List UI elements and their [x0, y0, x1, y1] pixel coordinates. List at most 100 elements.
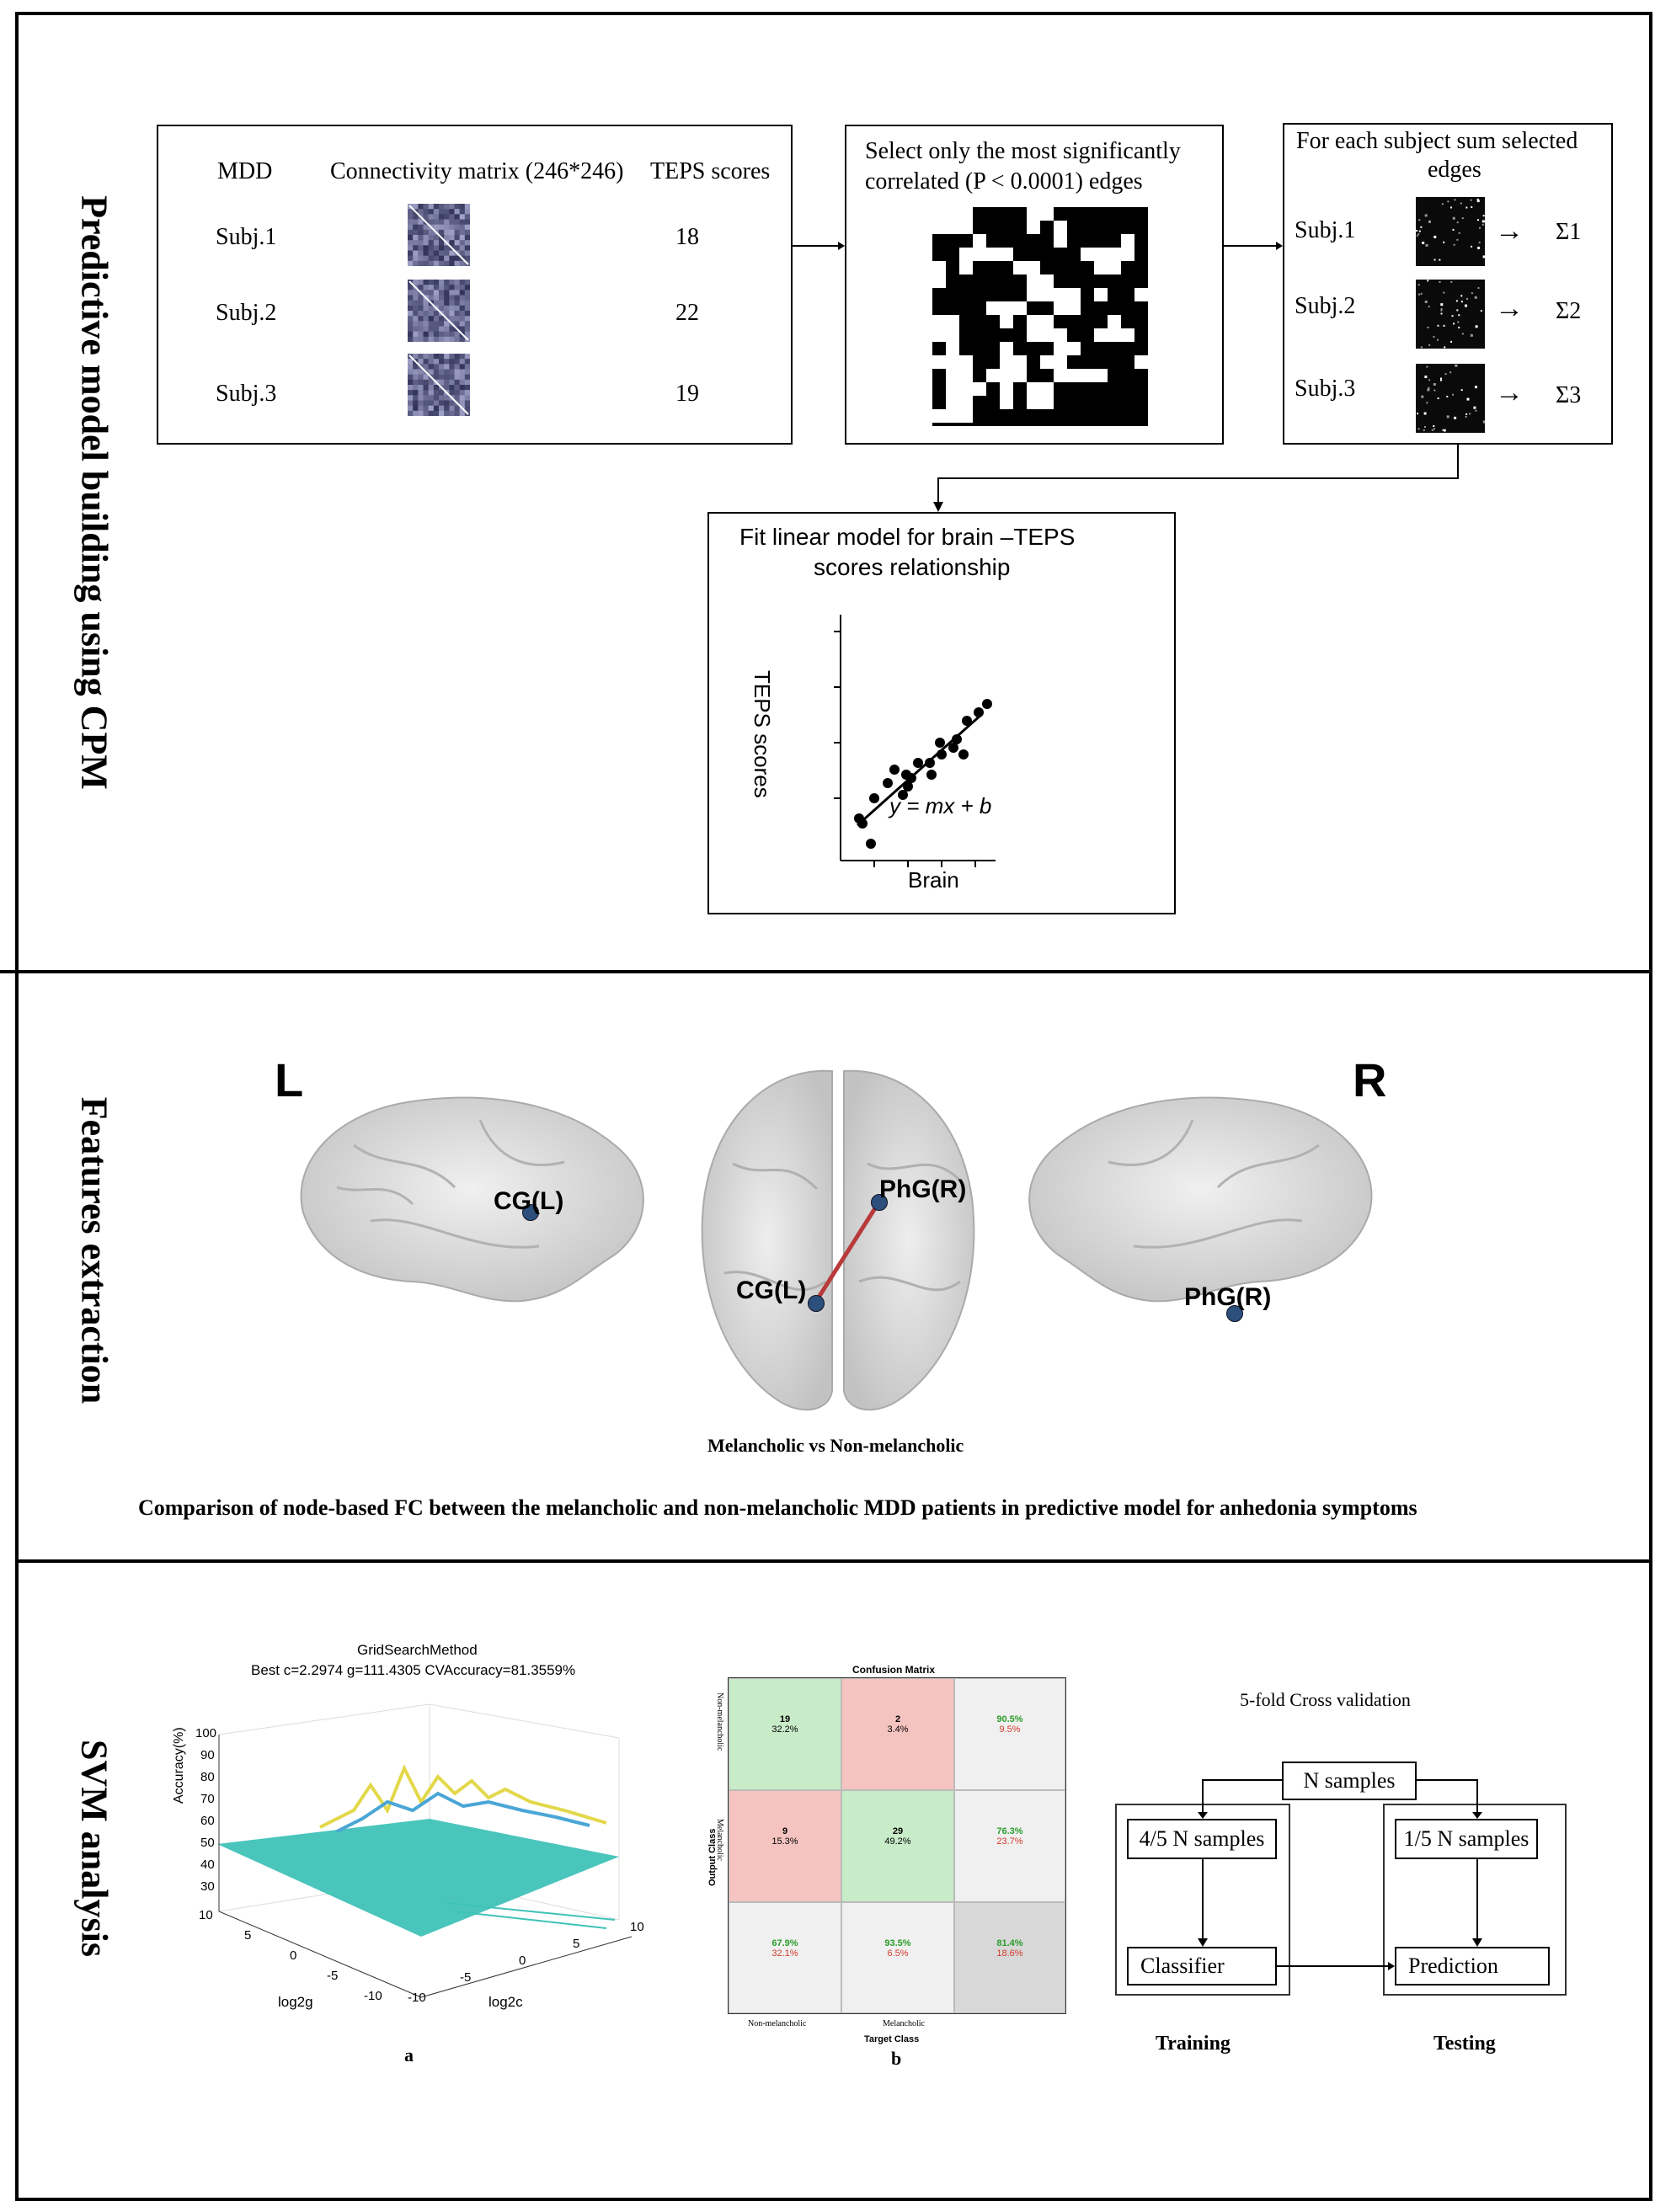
z-tick: 100: [195, 1726, 217, 1740]
cm-output-class-label: Output Class: [707, 1828, 718, 1886]
node-cg-left: [522, 1204, 539, 1221]
right-arrow-icon: →: [1495, 216, 1524, 247]
sum-symbol: Σ1: [1556, 219, 1582, 245]
grid-search-surface: [217, 1703, 633, 1998]
teps-score: 18: [675, 224, 699, 250]
grid-z-label: Accuracy(%): [172, 1727, 186, 1804]
teps-header: TEPS scores: [650, 158, 771, 184]
scatter-point: [898, 790, 908, 800]
cm-cell-summary: 90.5% 9.5%: [954, 1678, 1065, 1790]
cm-cell-fp: 2 3.4%: [841, 1678, 954, 1790]
comparison-subtitle: Melancholic vs Non-melancholic: [707, 1435, 964, 1456]
cv-n-samples: N samples: [1282, 1762, 1417, 1800]
cpm-box-connectivity: MDD Connectivity matrix (246*246) TEPS s…: [157, 125, 793, 445]
significant-edges-matrix: [932, 207, 1148, 426]
section-divider-1: [0, 970, 1652, 973]
right-arrow-icon: →: [1495, 377, 1524, 408]
node-label: PhG(R): [879, 1175, 967, 1203]
cm-percent: 3.4%: [887, 1724, 909, 1735]
subject-edges-image: [1416, 197, 1486, 270]
cm-col-label: Melancholic: [883, 2019, 925, 2028]
scatter-point: [982, 699, 992, 709]
z-tick: 60: [200, 1814, 215, 1828]
cm-percent: 32.2%: [771, 1724, 798, 1735]
confusion-title: Confusion Matrix: [852, 1664, 935, 1676]
cm-red-value: 23.7%: [996, 1836, 1023, 1847]
sum-symbol: Σ3: [1556, 382, 1582, 408]
cm-green-value: 76.3%: [996, 1826, 1023, 1836]
cm-cell-summary: 67.9% 32.1%: [729, 1902, 841, 2013]
scatter-point: [866, 839, 876, 849]
section-title-svm: SVM analysis: [73, 1740, 115, 1957]
c-tick: 5: [573, 1937, 580, 1951]
scatter-point: [913, 758, 923, 768]
panel-label-b: b: [891, 2048, 902, 2069]
teps-score: 22: [675, 300, 699, 326]
cm-red-value: 32.1%: [771, 1948, 798, 1959]
grid-x-label: log2g: [278, 1994, 313, 2010]
cm-green-value: 81.4%: [996, 1938, 1023, 1948]
c-tick: 0: [519, 1953, 526, 1968]
regression-equation: y = mx + b: [889, 793, 992, 818]
cm-cell-summary: 76.3% 23.7%: [954, 1790, 1065, 1902]
regression-line: [857, 712, 983, 827]
cm-green-value: 93.5%: [884, 1938, 911, 1948]
cm-col-label: Non-melancholic: [748, 2019, 807, 2028]
cm-cell-fn: 9 15.3%: [729, 1790, 841, 1902]
node-label: CG(L): [494, 1187, 564, 1215]
subject-label: Subj.3: [1295, 376, 1356, 402]
scatter-point: [958, 749, 969, 760]
cm-percent: 15.3%: [771, 1836, 798, 1847]
subject-edges-image: [1416, 280, 1485, 353]
section-title-features: Features extraction: [73, 1096, 115, 1404]
g-tick: -10: [364, 1989, 382, 2003]
scatter-point: [952, 734, 962, 744]
grid-subtitle: Best c=2.2974 g=111.4305 CVAccuracy=81.3…: [251, 1662, 576, 1678]
linear-model-text: Fit linear model for brain –TEPS: [739, 524, 1076, 550]
subject-label: Subj.2: [1295, 293, 1356, 319]
connectivity-matrix-image: [408, 354, 471, 420]
figure-caption: Comparison of node-based FC between the …: [138, 1495, 1417, 1520]
section-title-cpm: Predictive model building using CPM: [73, 195, 115, 790]
flow-connector: [933, 445, 1459, 512]
c-tick: -10: [408, 1991, 426, 2005]
g-tick: -5: [327, 1969, 339, 1983]
grid-title: GridSearchMethod: [357, 1642, 478, 1658]
scatter-point: [962, 716, 972, 726]
cpm-box-sum-edges: For each subject sum selected edges Subj…: [1283, 123, 1613, 445]
node-phg-right: [871, 1194, 888, 1211]
z-tick: 30: [200, 1879, 215, 1894]
cm-green-value: 90.5%: [996, 1714, 1023, 1724]
cv-classifier: Classifier: [1127, 1947, 1277, 1985]
cm-red-value: 9.5%: [999, 1724, 1021, 1735]
sum-symbol: Σ2: [1556, 298, 1582, 324]
cm-cell-overall: 81.4% 18.6%: [954, 1902, 1065, 2013]
node-phg-right: [1226, 1305, 1243, 1322]
sum-edges-text: edges: [1428, 157, 1481, 183]
teps-score: 19: [675, 381, 699, 407]
grid-y-label: log2c: [488, 1994, 523, 2010]
outer-frame: [15, 12, 1652, 2201]
edge-selection-text: Select only the most significantly: [865, 138, 1181, 164]
connectivity-matrix-image: [408, 204, 471, 270]
cpm-box-edge-selection: Select only the most significantly corre…: [845, 125, 1224, 445]
scatter-point: [926, 770, 937, 780]
cv-test-samples: 1/5 N samples: [1395, 1819, 1538, 1859]
cm-percent: 49.2%: [884, 1836, 911, 1847]
subject-label: Subj.3: [216, 381, 277, 407]
fc-edge: [813, 1200, 882, 1304]
linear-model-text: scores relationship: [814, 554, 1011, 580]
cm-red-value: 6.5%: [887, 1948, 909, 1959]
cm-red-value: 18.6%: [996, 1948, 1023, 1959]
c-tick: -5: [460, 1970, 472, 1985]
cm-count: 29: [892, 1826, 904, 1836]
mdd-header: MDD: [217, 158, 273, 184]
g-tick: 10: [199, 1908, 213, 1922]
scatter-point: [889, 765, 900, 775]
cv-title: 5-fold Cross validation: [1240, 1689, 1411, 1710]
cm-cell-summary: 93.5% 6.5%: [841, 1902, 954, 2013]
z-tick: 50: [200, 1836, 215, 1850]
flow-arrow: [793, 242, 845, 250]
scatter-plot: [834, 615, 996, 867]
cm-cell-tn: 29 49.2%: [841, 1790, 954, 1902]
